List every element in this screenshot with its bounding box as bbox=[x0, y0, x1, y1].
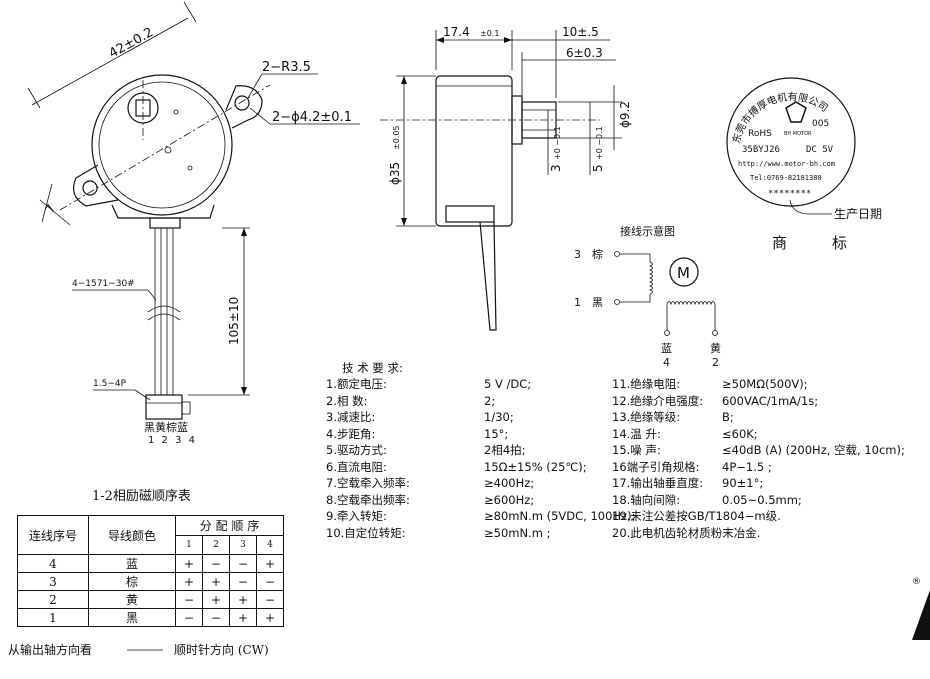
mount-hole-left bbox=[82, 180, 98, 196]
motor-symbol-label: M bbox=[677, 264, 690, 282]
center-mark bbox=[164, 146, 172, 154]
lead4-number: 4 bbox=[663, 356, 670, 369]
dim-flat-b-tol: +0 −0.1 bbox=[595, 126, 604, 160]
dim-line-42 bbox=[31, 17, 189, 106]
phase-sequence-table: 连线序号 导线颜色 分 配 顺 序 1 2 3 4 4 蓝 + − − + 3 … bbox=[17, 515, 284, 627]
dim-42-label: 42±0.2 bbox=[107, 25, 156, 61]
date-label: 生产日期 bbox=[834, 207, 882, 221]
dim-holes-label: 2−ϕ4.2±0.1 bbox=[272, 110, 352, 125]
trademark-caption-a: 商 bbox=[772, 234, 787, 252]
terminal-3 bbox=[614, 251, 620, 257]
connector-spec-label: 1.5−4P bbox=[93, 379, 127, 389]
footer-rotation: 顺时针方向 (CW) bbox=[174, 642, 269, 657]
dim-105-label: 105±10 bbox=[227, 297, 241, 345]
dim-flat-a-label: 3 bbox=[549, 164, 563, 172]
seal-outer-ring bbox=[726, 77, 856, 207]
coil-b-icon bbox=[666, 301, 716, 306]
wire-grommet bbox=[149, 217, 181, 229]
terminal-4 bbox=[664, 330, 670, 336]
lead2-number: 2 bbox=[712, 356, 719, 369]
requirements-right-values: ≥50MΩ(500V); 600VAC/1mA/1s; B; ≤60K; ≤40… bbox=[722, 377, 905, 507]
seal-brand: BH MOTOR bbox=[784, 131, 812, 137]
trademark-seal: 东莞市搏厚电机有限公司 RoHS BH MOTOR 005 35BYJ26 DC… bbox=[726, 77, 882, 252]
mount-tab-left bbox=[73, 164, 119, 207]
dim-radius-label: 2−R3.5 bbox=[262, 60, 311, 75]
dim-flat-length-label: 6±0.3 bbox=[566, 46, 603, 60]
table-row: 1 黑 − − + + bbox=[17, 608, 284, 627]
dim-body-dia-tol: ±0.05 bbox=[392, 125, 401, 150]
footer-view-dir: 从输出轴方向看 bbox=[8, 642, 92, 657]
connector-body bbox=[145, 394, 183, 420]
seal-tel: Tel:0769-82181380 bbox=[750, 174, 822, 182]
center-line-diag bbox=[59, 84, 271, 211]
table-step-row: 1 2 3 4 bbox=[18, 534, 284, 555]
lead1-number: 1 bbox=[574, 296, 581, 309]
header-sequence: 分 配 顺 序 bbox=[175, 515, 284, 536]
wiring-diagram: 接线示意图 3 棕 1 黑 M 蓝 4 黄 2 bbox=[574, 224, 721, 369]
wiring-title: 接线示意图 bbox=[620, 224, 675, 238]
motor-side-body bbox=[435, 75, 513, 227]
lead1-color: 黑 bbox=[592, 296, 603, 309]
trademark-caption-b: 标 bbox=[832, 234, 847, 252]
rivet-2 bbox=[173, 109, 179, 115]
edge-registered-mark: ® bbox=[912, 577, 921, 587]
dim-flat-b-label: 5 bbox=[591, 164, 605, 172]
motor-body-outline bbox=[91, 74, 233, 216]
terminal-1 bbox=[614, 299, 620, 305]
lead3-number: 3 bbox=[574, 248, 581, 261]
seal-url: http://www.motor-bh.com bbox=[738, 160, 835, 168]
edge-logo-fragment bbox=[912, 590, 930, 640]
wire-color-labels: 黑黄棕蓝 bbox=[144, 420, 188, 434]
brand-logo-icon bbox=[785, 101, 807, 123]
seal-model-code: 005 bbox=[812, 119, 829, 129]
header-wire-no: 连线序号 bbox=[17, 515, 89, 555]
dim-body-label: 17.4 bbox=[443, 25, 470, 39]
lead4-color: 蓝 bbox=[661, 342, 672, 355]
requirements-left-values: 5 V /DC; 2; 1/30; 15°; 2相4拍; 15Ω±15% (25… bbox=[484, 377, 636, 540]
wire-clamp bbox=[445, 205, 495, 223]
side-view: 17.4 ±0.1 10±.5 6±0.3 ϕ9.2 ϕ35 ±0.05 3 +… bbox=[380, 25, 632, 331]
dim-body-tol: ±0.1 bbox=[480, 29, 499, 38]
wire-spec-label: 4−1571−30# bbox=[72, 279, 135, 289]
wire-number-labels: 1 2 3 4 bbox=[148, 435, 197, 446]
dim-shaft-length-label: 10±.5 bbox=[562, 25, 599, 39]
seal-model: 35BYJ26 bbox=[742, 145, 780, 155]
motor-body-inner bbox=[98, 81, 226, 209]
requirements-right-labels: 11.绝缘电阻: 12.绝缘介电强度: 13.绝缘等级: 14.温 升: 15.… bbox=[612, 377, 781, 540]
mount-tab-right bbox=[225, 85, 263, 129]
rivet-1 bbox=[187, 165, 193, 171]
front-view: 42±0.2 2−R3.5 2−ϕ4.2±0.1 7 4−1571−30# 1.… bbox=[27, 1, 360, 446]
table-row: 4 蓝 + − − + bbox=[17, 554, 284, 573]
wire-break-1 bbox=[147, 305, 181, 313]
phase-table-title: 1-2相励磁顺序表 bbox=[92, 489, 191, 504]
wire-break-2 bbox=[147, 313, 181, 321]
seal-rohs: RoHS bbox=[748, 129, 772, 139]
wire-exit-housing bbox=[111, 204, 215, 219]
table-header-row: 连线序号 导线颜色 分 配 顺 序 bbox=[17, 515, 284, 555]
dim-body-dia-label: ϕ35 bbox=[388, 162, 402, 185]
dim-flat-a-tol: +0 −0.1 bbox=[553, 126, 562, 160]
coil-a-icon bbox=[648, 261, 653, 295]
table-row: 2 黄 − + + − bbox=[17, 590, 284, 609]
terminal-2 bbox=[712, 330, 718, 336]
seal-voltage: DC 5V bbox=[806, 145, 834, 155]
lead3-color: 棕 bbox=[592, 247, 603, 261]
side-wire bbox=[479, 221, 497, 331]
dim-shaft-dia-label: ϕ9.2 bbox=[618, 101, 632, 128]
mount-hole-right bbox=[234, 95, 250, 111]
motor-symbol-circle bbox=[669, 257, 699, 287]
seal-date-code: ******** bbox=[768, 189, 811, 199]
table-row: 3 棕 + + − − bbox=[17, 572, 284, 591]
header-wire-color: 导线颜色 bbox=[88, 515, 176, 555]
requirements-left-labels: 1.额定电压: 2.相 数: 3.减速比: 4.步距角: 5.驱动方式: 6.直… bbox=[326, 377, 410, 540]
lead2-color: 黄 bbox=[710, 341, 721, 355]
requirements-title: 技 术 要 求: bbox=[342, 361, 403, 375]
